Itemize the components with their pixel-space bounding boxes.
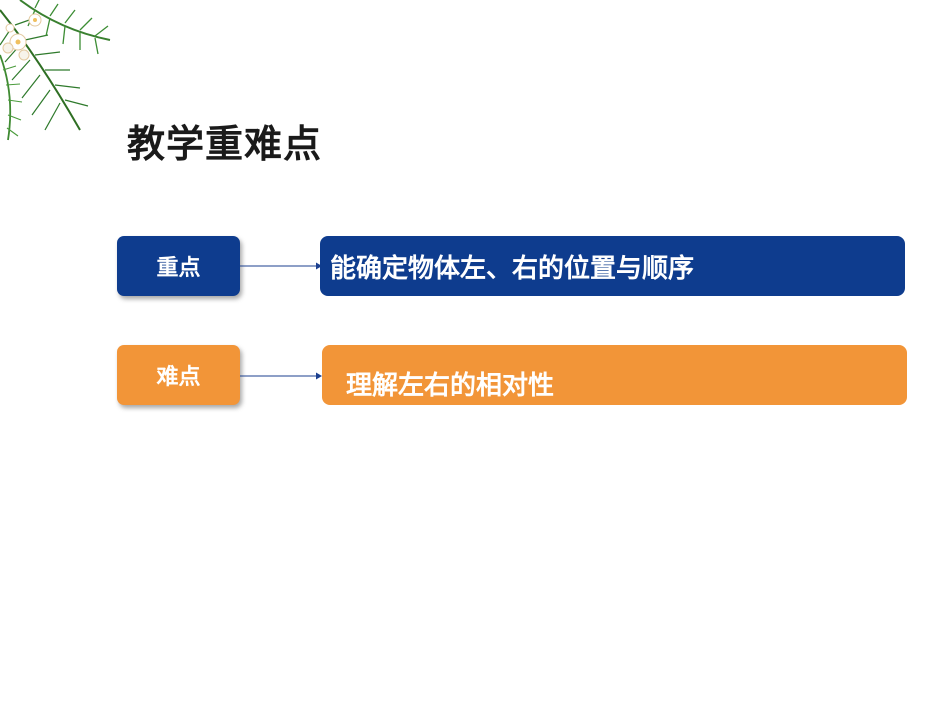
slide-title: 教学重难点 — [127, 122, 323, 166]
arrow-right-icon — [240, 262, 322, 270]
key-point-tag: 重点 — [117, 236, 240, 296]
difficult-point-content: 理解左右的相对性 — [322, 345, 907, 405]
palm-leaves-flowers-icon — [0, 0, 111, 141]
arrow-right-icon — [240, 372, 322, 380]
key-point-content: 能确定物体左、右的位置与顺序 — [320, 236, 905, 296]
difficult-point-tag: 难点 — [117, 345, 240, 405]
